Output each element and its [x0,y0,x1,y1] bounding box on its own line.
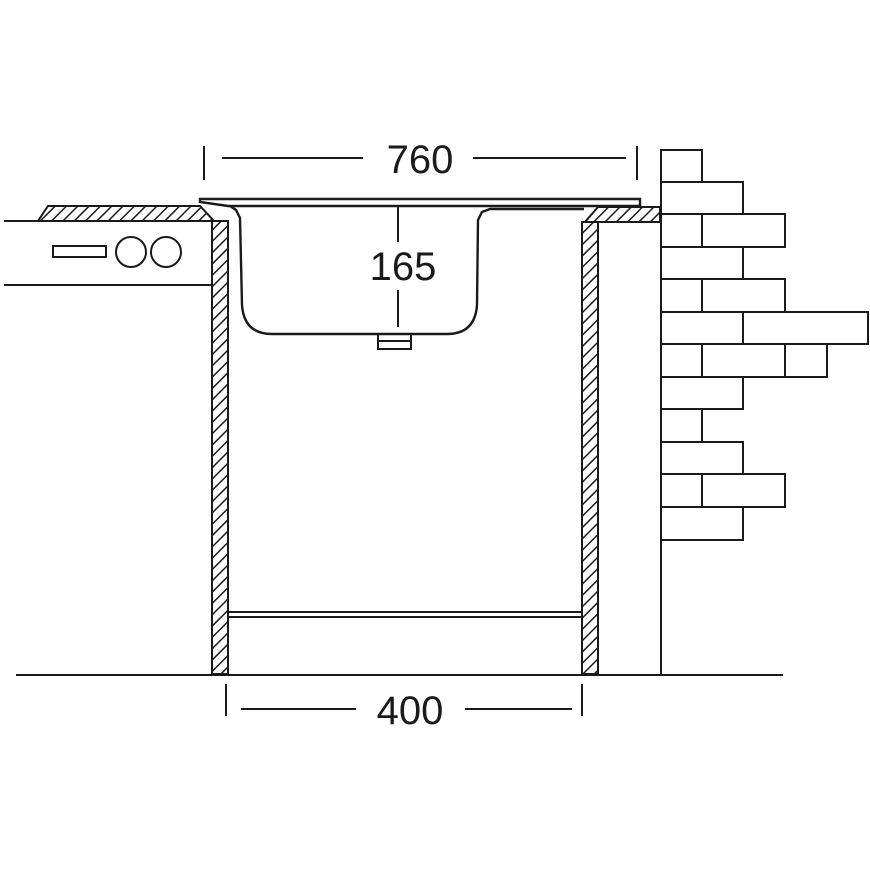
dimension-label-400: 400 [377,689,444,733]
dimension-label-760: 760 [387,138,454,182]
countertop-left [36,205,217,222]
dimension-overall-width: 760 [203,138,638,182]
dimension-cabinet-width: 400 [225,684,583,733]
appliance-display-slot [52,245,107,258]
cabinet-wall-right [581,221,599,675]
drain-outlet [377,333,412,350]
dimension-bowl-depth: 165 [370,206,437,327]
brick-wall [660,149,869,541]
cabinet-plinth [228,611,582,618]
cabinet-wall-left [211,220,229,675]
appliance-knob-right [150,236,182,268]
sink-flange [198,197,642,208]
appliance-panel [4,220,212,286]
appliance-knob-left [115,236,147,268]
dimension-label-165: 165 [370,245,437,289]
sink-bowl [229,205,584,336]
countertop-right [582,206,661,223]
